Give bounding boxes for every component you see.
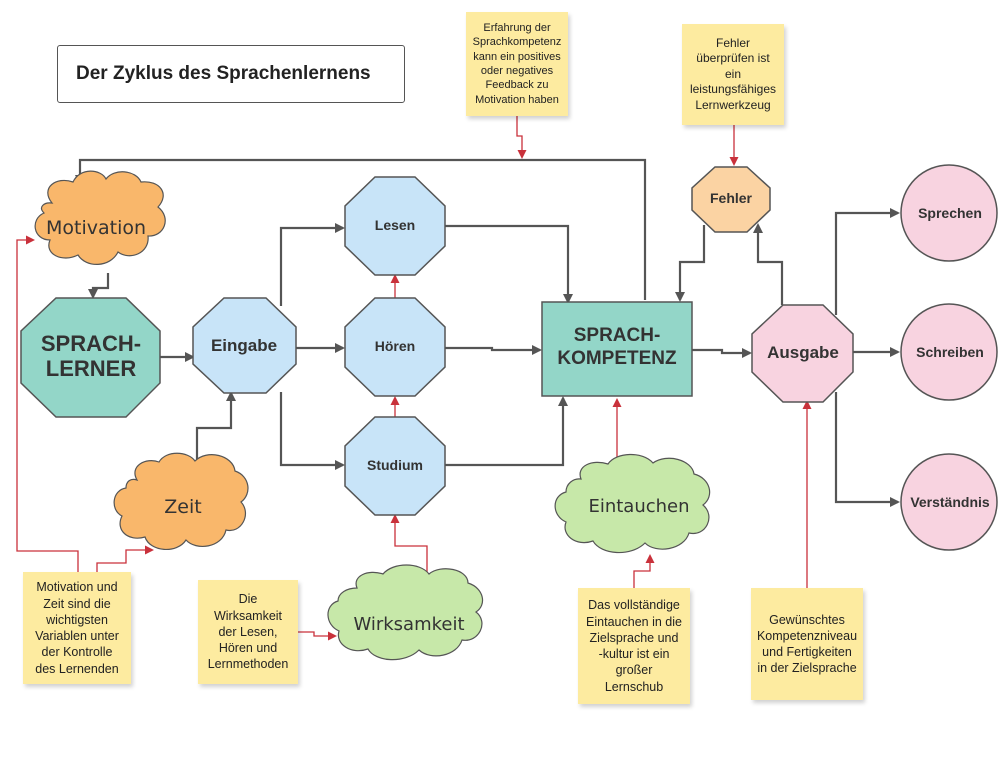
wirksamkeit-label: Wirksamkeit bbox=[353, 614, 464, 635]
eingabe-octagon bbox=[192, 297, 297, 394]
studium-octagon bbox=[344, 416, 446, 516]
eintauchen-cloud bbox=[554, 453, 711, 554]
lesen-label: Lesen bbox=[375, 217, 415, 233]
arrow-note-to-motivation bbox=[16, 235, 79, 572]
verstaendnis-label: Verständnis bbox=[910, 494, 990, 510]
motivation-cloud bbox=[34, 170, 166, 265]
arrow-wirksamkeit-to-studium bbox=[390, 514, 428, 575]
zeit-cloud bbox=[113, 452, 249, 550]
arrow-eingabe-to-studium bbox=[279, 392, 345, 470]
note-wirksamkeit: Die Wirksamkeit der Lesen, Hören und Ler… bbox=[198, 580, 298, 684]
sprechen-label: Sprechen bbox=[918, 205, 982, 221]
sprachkompetenz-label-1: SPRACH- bbox=[574, 325, 661, 346]
eintauchen-label: Eintauchen bbox=[588, 496, 689, 517]
sprachkompetenz-label-2: KOMPETENZ bbox=[557, 348, 677, 369]
arrow-ausgabe-to-sprechen bbox=[834, 208, 900, 315]
ausgabe-label: Ausgabe bbox=[767, 343, 839, 362]
arrow-note-eintauchen bbox=[633, 554, 655, 588]
arrow-hoeren-to-kompetenz bbox=[445, 345, 542, 355]
lesen-octagon bbox=[344, 176, 446, 276]
schreiben-circle bbox=[900, 303, 998, 401]
motivation-label: Motivation bbox=[46, 217, 146, 239]
arrow-studium-to-kompetenz bbox=[445, 396, 568, 467]
ausgabe-octagon bbox=[751, 304, 854, 403]
hoeren-label: Hören bbox=[375, 338, 415, 354]
zeit-label: Zeit bbox=[164, 496, 201, 518]
sprachlerner-label-1: SPRACH- bbox=[41, 331, 141, 356]
arrow-lesen-to-kompetenz bbox=[445, 224, 573, 304]
arrow-fehler-to-kompetenz bbox=[675, 225, 706, 302]
eingabe-label: Eingabe bbox=[211, 336, 277, 355]
schreiben-label: Schreiben bbox=[916, 344, 984, 360]
sprechen-circle bbox=[900, 164, 998, 262]
arrow-ausgabe-to-fehler bbox=[753, 223, 784, 305]
arrow-feedback-loop bbox=[75, 158, 647, 300]
arrow-note-to-zeit bbox=[96, 545, 154, 572]
arrow-zeit-to-eingabe bbox=[195, 391, 236, 460]
arrow-eingabe-to-lesen bbox=[279, 223, 345, 306]
fehler-label: Fehler bbox=[710, 190, 753, 206]
sprachlerner-label-2: LERNER bbox=[46, 356, 137, 381]
hoeren-octagon bbox=[344, 297, 446, 397]
note-kompetenzniveau: Gewünschtes Kompetenzniveau und Fertigke… bbox=[751, 588, 863, 700]
verstaendnis-circle bbox=[900, 453, 998, 551]
note-feedback: Erfahrung der Sprachkompetenz kann ein p… bbox=[466, 12, 568, 116]
note-eintauchen: Das vollständige Eintauchen in die Ziels… bbox=[578, 588, 690, 704]
page-title: Der Zyklus des Sprachenlernens bbox=[57, 45, 405, 103]
arrow-note-feedback bbox=[516, 116, 527, 159]
arrow-ausgabe-to-verstaendnis bbox=[834, 392, 900, 507]
arrow-motivation-to-lerner bbox=[88, 273, 110, 299]
wirksamkeit-cloud bbox=[327, 564, 484, 661]
note-fehler: Fehler überprüfen ist ein leistungsfähig… bbox=[682, 24, 784, 125]
studium-label: Studium bbox=[367, 457, 423, 473]
fehler-octagon bbox=[691, 166, 771, 233]
arrow-kompetenz-to-ausgabe bbox=[692, 348, 752, 358]
note-motivation-zeit: Motivation und Zeit sind die wichtigsten… bbox=[23, 572, 131, 684]
sprachkompetenz-box bbox=[541, 301, 693, 397]
sprachlerner-octagon bbox=[20, 297, 161, 418]
arrow-note-wirksamkeit bbox=[298, 631, 337, 641]
